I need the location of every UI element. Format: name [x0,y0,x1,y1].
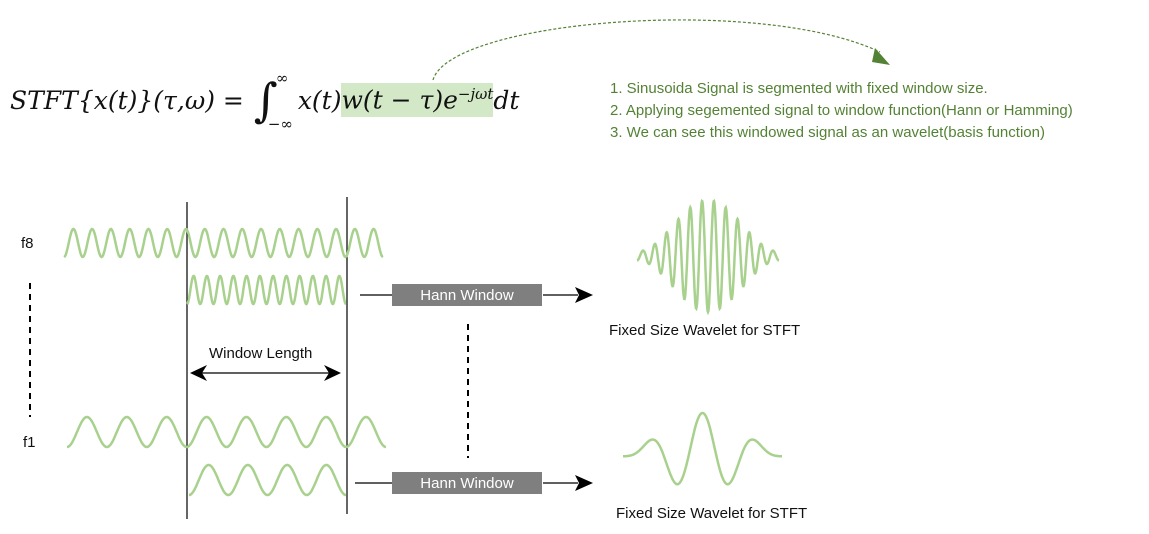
wavelet-label-top: Fixed Size Wavelet for STFT [609,322,801,339]
window-term-highlight: w(t − τ)e−jωt [341,83,494,117]
arrow-right-icon [575,287,593,303]
formula-lhs: STFT{x(t)}(τ,ω) = [10,85,244,115]
signal-term: x(t) [297,85,342,115]
wavelet-label-bottom: Fixed Size Wavelet for STFT [616,505,808,522]
note-item: 1. Sinusoida Signal is segmented with fi… [610,80,988,97]
arrow-right-icon [575,475,593,491]
f8-label: f8 [21,235,34,252]
f8-segment-signal [186,274,347,306]
differential: dt [493,85,520,115]
window-length-label: Window Length [209,345,313,362]
lower-limit: −∞ [267,115,293,133]
dashed-curve-arrow [432,19,881,81]
note-item: 3. We can see this windowed signal as an… [610,124,1045,141]
f8-wavelet [636,198,780,316]
f1-full-signal [66,415,387,449]
f8-full-signal [63,227,384,259]
arrow-right-icon [324,365,341,381]
exponent: −jωt [457,85,494,104]
note-item: 2. Applying segemented signal to window … [610,102,1073,119]
f1-wavelet [623,411,782,486]
hann-window-box-top: Hann Window [392,284,542,306]
upper-limit: ∞ [275,69,289,87]
integral-sign: ∫∞−∞ [253,69,293,133]
notes-list: 1. Sinusoida Signal is segmented with fi… [610,78,1073,144]
stft-formula: STFT{x(t)}(τ,ω) = ∫∞−∞ x(t)w(t − τ)e−jωt… [10,69,520,133]
f1-label: f1 [23,434,36,451]
hann-window-box-bottom: Hann Window [392,472,542,494]
f1-segment-signal [189,463,346,497]
arrow-left-icon [190,365,207,381]
arrowhead-icon [872,48,890,65]
